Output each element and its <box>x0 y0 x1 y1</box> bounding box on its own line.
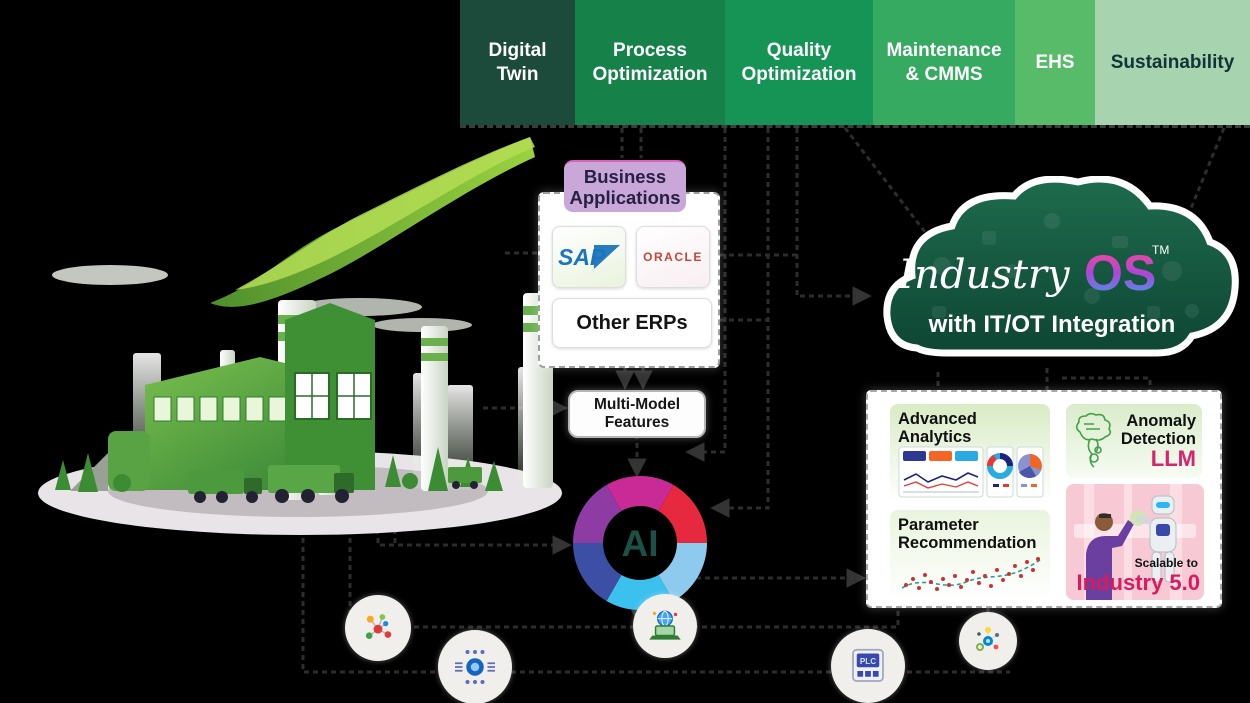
industry-50-title: Industry 5.0 <box>1076 570 1200 595</box>
solutions-top-bar: Digital Twin Process Optimization Qualit… <box>460 0 1250 128</box>
parameter-recommendation-card: Parameter Recommendation <box>890 510 1050 600</box>
cloud-shape <box>883 176 1239 357</box>
plc-label: PLC <box>860 657 876 666</box>
segment-sustainability: Sustainability <box>1095 0 1250 125</box>
donut-segments <box>573 476 707 610</box>
ai-hub-donut: AI <box>573 476 707 610</box>
sap-logo: SAP <box>558 244 620 270</box>
business-applications-box: SAP ORACLE Other ERPs <box>538 192 720 368</box>
other-erps-tile: Other ERPs <box>552 298 712 348</box>
analytics-dashboard-thumbnail <box>898 446 1044 498</box>
trucks <box>188 465 482 503</box>
segment-ehs: EHS <box>1015 0 1095 125</box>
iot-sensors-icon <box>959 612 1017 670</box>
advanced-analytics-card: Advanced Analytics <box>890 404 1050 502</box>
segment-process-optimization: Process Optimization <box>575 0 725 125</box>
molecule-icon <box>345 595 411 661</box>
brand-os: OS <box>1084 245 1156 301</box>
anomaly-detection-card: Anomaly Detection LLM <box>1066 404 1202 478</box>
connected-laptop-globe-icon <box>633 594 697 658</box>
sap-logo-tile: SAP <box>552 226 626 288</box>
plc-controller-icon: PLC <box>831 629 905 703</box>
recommendation-scatter-plot <box>901 557 1041 592</box>
industryos-cloud: Industry OS TM with IT/OT Integration <box>883 176 1239 357</box>
segment-maintenance-cmms: Maintenance & CMMS <box>873 0 1015 125</box>
trademark: TM <box>1152 243 1169 257</box>
multi-model-features-label: Multi-Model Features <box>568 390 706 438</box>
advanced-analytics-title-1: Advanced <box>898 410 977 428</box>
green-factory-illustration <box>38 137 562 535</box>
parameter-title-2: Recommendation <box>898 534 1037 553</box>
cloud-texture-icons <box>932 213 1199 319</box>
trees <box>55 447 503 492</box>
factory-buildings <box>70 303 375 491</box>
anomaly-title-2: Detection <box>1120 430 1196 448</box>
oracle-logo-tile: ORACLE <box>636 226 710 288</box>
brain-llm-icon <box>1075 412 1112 468</box>
platform-features-panel: Advanced Analytics <box>866 390 1222 608</box>
human-figure <box>1086 513 1134 600</box>
industry-50-card: Scalable to Industry 5.0 <box>1066 484 1204 600</box>
llm-accent: LLM <box>1150 446 1196 472</box>
human-robot-illustration <box>1066 484 1204 600</box>
parameter-title-1: Parameter <box>898 516 979 534</box>
business-applications-label: Business Applications <box>564 160 686 212</box>
advanced-analytics-title-2: Analytics <box>898 428 972 447</box>
anomaly-title-1: Anomaly <box>1126 411 1196 430</box>
cloud-subtitle: with IT/OT Integration <box>928 311 1176 338</box>
segment-quality-optimization: Quality Optimization <box>725 0 873 125</box>
svg-text:SAP: SAP <box>558 244 606 270</box>
segment-digital-twin: Digital Twin <box>460 0 575 125</box>
brand-industry: Industry <box>897 252 1071 298</box>
network-hub-icon <box>438 630 512 703</box>
oracle-logo: ORACLE <box>643 250 703 264</box>
multi-model-line1: Multi-Model <box>593 396 681 414</box>
ai-label: AI <box>622 523 659 564</box>
robot-figure <box>1136 495 1177 583</box>
scalable-to-caption: Scalable to <box>1134 556 1198 570</box>
multi-model-line2: Features <box>604 414 670 431</box>
